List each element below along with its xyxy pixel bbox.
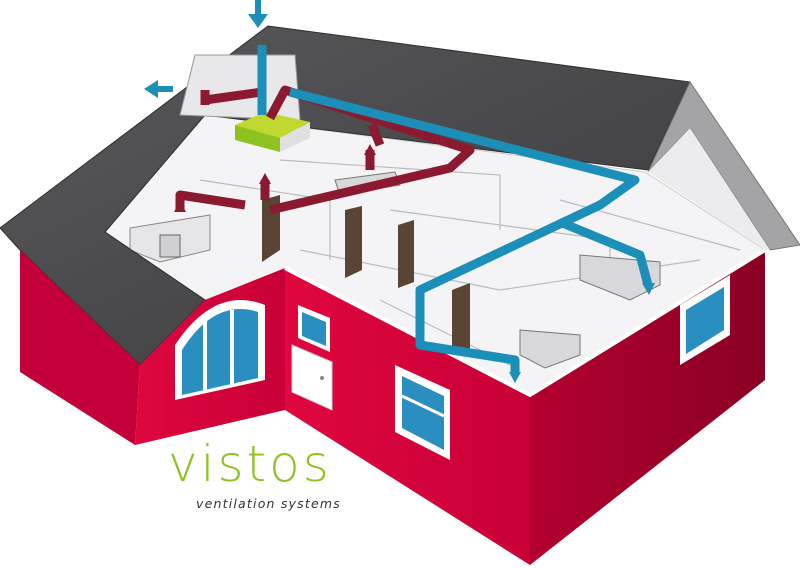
arched-window	[175, 300, 265, 400]
exhaust-air-arrow-icon	[144, 80, 173, 98]
front-door	[291, 305, 333, 411]
vistos-logo: vistos ventilation systems	[168, 434, 388, 512]
logo-brand: vistos	[168, 435, 332, 493]
front-window	[395, 365, 450, 460]
ventilation-unit	[235, 112, 310, 152]
extract-arrows	[174, 144, 376, 212]
side-window	[680, 275, 730, 365]
interior-doors	[262, 195, 470, 358]
wall-top-edge	[284, 248, 767, 398]
wall-left-side	[20, 250, 140, 445]
kitchen	[129, 214, 211, 263]
logo-tagline: ventilation systems	[196, 496, 341, 511]
supply-ducts	[257, 45, 653, 375]
supply-arrows	[509, 283, 655, 383]
fresh-air-intake-arrow-icon	[248, 0, 268, 28]
gable-wall	[648, 128, 770, 250]
